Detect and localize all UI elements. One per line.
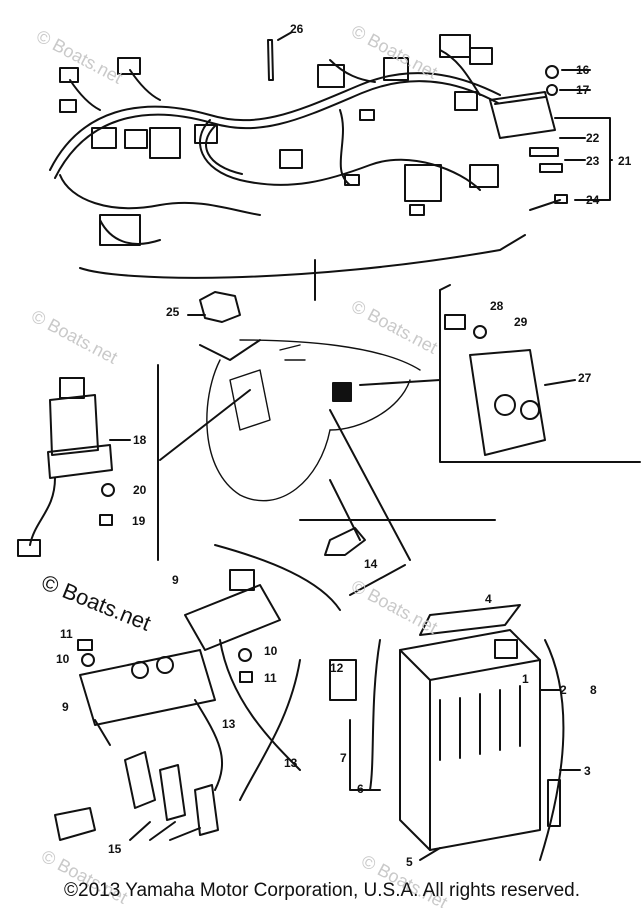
callout-19: 19 bbox=[132, 514, 146, 528]
callout-25: 25 bbox=[166, 305, 180, 319]
callout-1: 1 bbox=[522, 672, 529, 686]
callout-2: 2 bbox=[560, 683, 567, 697]
watermark-prominent: © Boats.net bbox=[38, 569, 154, 635]
relay-mount bbox=[332, 382, 352, 402]
callout-12: 12 bbox=[330, 661, 344, 675]
bolt-28 bbox=[444, 314, 466, 330]
bolt-19 bbox=[99, 514, 113, 526]
callout-13-left: 13 bbox=[222, 717, 236, 731]
callout-24: 24 bbox=[586, 193, 600, 207]
callout-11-left: 11 bbox=[60, 627, 73, 641]
callout-10-right: 10 bbox=[264, 644, 278, 658]
washer-29 bbox=[473, 325, 487, 339]
fwd-arrow bbox=[54, 807, 96, 841]
callout-18: 18 bbox=[133, 433, 147, 447]
watermark: © Boats.net bbox=[28, 306, 121, 368]
callout-13-right: 13 bbox=[284, 756, 298, 770]
watermark: © Boats.net bbox=[33, 26, 126, 88]
bracket-14 bbox=[324, 527, 366, 556]
callout-26: 26 bbox=[290, 22, 304, 36]
callout-9-top: 9 bbox=[172, 573, 179, 587]
rectifier-27 bbox=[469, 349, 546, 456]
ignition-switch-18 bbox=[17, 377, 113, 557]
callout-17: 17 bbox=[576, 83, 590, 97]
nut-11 bbox=[77, 639, 93, 651]
callout-15: 15 bbox=[108, 842, 122, 856]
callout-10-left: 10 bbox=[56, 652, 70, 666]
callout-8: 8 bbox=[590, 683, 597, 697]
fuse-22 bbox=[529, 147, 559, 157]
ignition-coil-9-upper bbox=[184, 569, 281, 651]
callout-28: 28 bbox=[490, 299, 504, 313]
plug-cap-15b bbox=[159, 764, 186, 821]
callout-29: 29 bbox=[514, 315, 528, 329]
battery-band-4 bbox=[419, 604, 521, 636]
frame-sketch bbox=[206, 339, 421, 502]
callout-23: 23 bbox=[586, 154, 600, 168]
callout-5: 5 bbox=[406, 855, 413, 869]
watermark: © Boats.net bbox=[348, 296, 441, 358]
fuse-holder-7 bbox=[329, 659, 357, 701]
callout-14: 14 bbox=[364, 557, 378, 571]
ignition-coil-9-lower bbox=[79, 649, 216, 746]
callout-9-bottom: 9 bbox=[62, 700, 69, 714]
washer-17 bbox=[546, 84, 558, 96]
callout-4: 4 bbox=[485, 592, 492, 606]
washer-20 bbox=[101, 483, 115, 497]
watermark: © Boats.net bbox=[348, 576, 441, 638]
breather-3 bbox=[547, 779, 561, 827]
bolt-16 bbox=[545, 65, 559, 79]
wire-harness bbox=[49, 34, 556, 246]
callout-6: 6 bbox=[357, 782, 364, 796]
callout-7: 7 bbox=[340, 751, 347, 765]
washer-10 bbox=[81, 653, 95, 667]
fuse-23 bbox=[539, 163, 563, 173]
callout-3: 3 bbox=[584, 764, 591, 778]
watermark-group: © Boats.net © Boats.net © Boats.net © Bo… bbox=[28, 21, 451, 908]
callout-27: 27 bbox=[578, 371, 592, 385]
cable-8 bbox=[539, 639, 565, 861]
plug-cap-15a bbox=[124, 751, 156, 809]
copyright-notice: ©2013 Yamaha Motor Corporation, U.S.A. A… bbox=[64, 880, 580, 901]
battery-5 bbox=[399, 629, 541, 851]
watermark: © Boats.net bbox=[348, 21, 441, 83]
callout-11-right: 11 bbox=[264, 671, 277, 685]
cable-tie-26 bbox=[267, 39, 274, 81]
callout-21: 21 bbox=[618, 154, 632, 168]
callout-20: 20 bbox=[133, 483, 147, 497]
callout-16: 16 bbox=[576, 63, 590, 77]
plug-cap-15c bbox=[194, 784, 219, 836]
callout-labels: 1 2 3 4 5 6 7 8 9 9 10 10 11 11 12 13 13… bbox=[56, 22, 632, 869]
callout-22: 22 bbox=[586, 131, 600, 145]
clamp-25 bbox=[199, 291, 241, 323]
